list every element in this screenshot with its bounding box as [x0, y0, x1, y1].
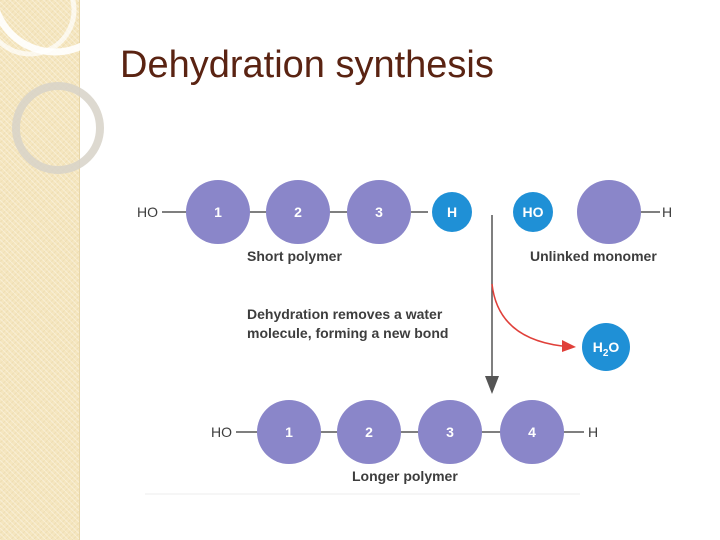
reaction-note-line2: molecule, forming a new bond [247, 325, 448, 341]
hydrogen-group [432, 192, 472, 232]
reaction-arrowhead [485, 376, 499, 394]
longer-polymer-caption: Longer polymer [352, 468, 458, 484]
water-molecule [582, 323, 630, 371]
reaction-note-line1: Dehydration removes a water [247, 306, 443, 322]
bottom-monomer-1-label: 1 [285, 424, 293, 440]
top-left-ho-label: HO [137, 204, 158, 220]
bottom-left-ho-label: HO [211, 424, 232, 440]
short-polymer-caption: Short polymer [247, 248, 342, 264]
hydrogen-group-label: H [447, 204, 457, 220]
decorative-arcs [0, 0, 120, 174]
top-right-h-label: H [662, 204, 672, 220]
top-monomer-1-label: 1 [214, 204, 222, 220]
bottom-monomer-3 [418, 400, 482, 464]
bottom-monomer-2 [337, 400, 401, 464]
water-molecule-label: H2O [593, 339, 620, 359]
bottom-monomer-4-label: 4 [528, 424, 536, 440]
bottom-right-h-label: H [588, 424, 598, 440]
water-release-arrowhead [562, 340, 576, 352]
hydroxyl-group-label: HO [523, 204, 544, 220]
top-monomer-2 [266, 180, 330, 244]
bottom-monomer-4 [500, 400, 564, 464]
water-release-arrow [491, 283, 563, 347]
bottom-monomer-1 [257, 400, 321, 464]
top-monomer-3 [347, 180, 411, 244]
top-monomer-2-label: 2 [294, 204, 302, 220]
unlinked-monomer-caption: Unlinked monomer [530, 248, 657, 264]
bottom-monomer-3-label: 3 [446, 424, 454, 440]
slide-title: Dehydration synthesis [120, 44, 494, 86]
hydroxyl-group [513, 192, 553, 232]
top-monomer-1 [186, 180, 250, 244]
bottom-monomer-2-label: 2 [365, 424, 373, 440]
top-monomer-3-label: 3 [375, 204, 383, 220]
unlinked-monomer [577, 180, 641, 244]
